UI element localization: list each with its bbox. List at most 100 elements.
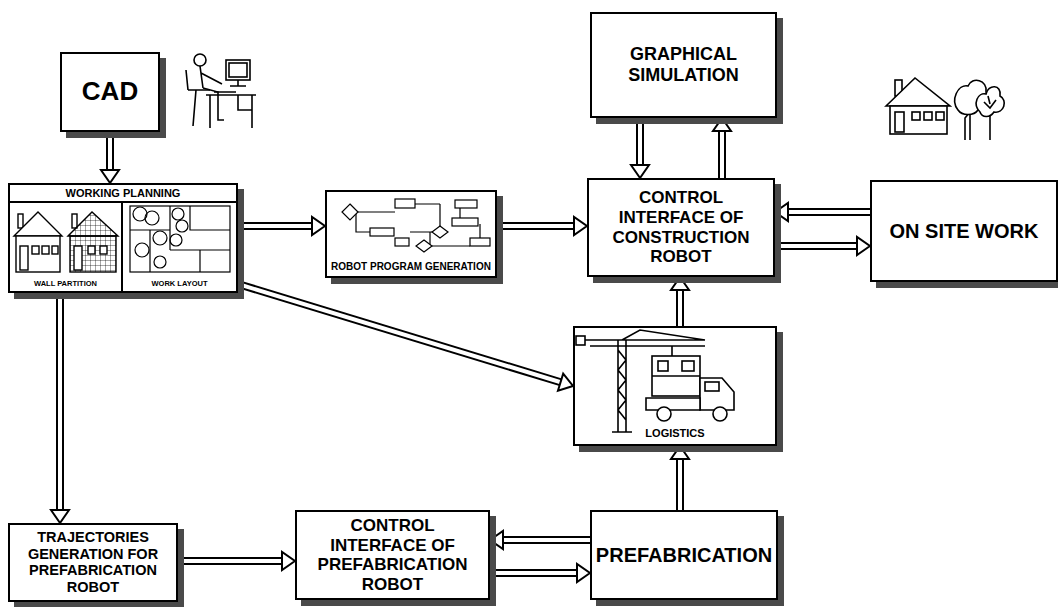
person-at-computer-part (226, 60, 250, 80)
arrow-outline (497, 222, 575, 230)
arrow-inner (238, 224, 313, 228)
arrow-inner (238, 284, 562, 383)
arrow-inner (502, 538, 590, 542)
arrow-inner (58, 293, 62, 511)
arrow-head (51, 510, 69, 523)
node-label: CONTROL INTERFACE OF CONSTRUCTION ROBOT (593, 188, 769, 266)
work-layout-plan-part (130, 206, 230, 272)
wall-partition-houses-part (88, 246, 95, 254)
process-box: CONTROL INTERFACE OF PREFABRICATION ROBO… (295, 510, 490, 600)
planning-panel: WALL PARTITION (10, 201, 123, 291)
flowchart-illustration-part (416, 240, 432, 252)
process-box: GRAPHICAL SIMULATION (590, 12, 777, 118)
work-layout-plan-part (130, 206, 230, 272)
crane-and-truck-part (585, 330, 705, 432)
node-label: PREFABRICATION (596, 544, 772, 567)
wall-partition-houses-part (14, 212, 62, 236)
person-at-computer-part (194, 54, 206, 66)
hollow-arrow (671, 446, 689, 510)
arrow-outline (238, 284, 562, 383)
flowchart-illustration-part (370, 228, 394, 236)
node-label: WORKING PLANNING (66, 187, 181, 200)
cad-box: CAD (60, 52, 160, 132)
flowchart-illustration-part (455, 200, 477, 208)
arrow-inner (678, 458, 682, 510)
hollow-arrow (490, 564, 590, 582)
arrow-head (671, 277, 689, 290)
crane-and-truck-part (713, 407, 727, 421)
house-and-trees-part (984, 96, 996, 108)
wall-partition-houses-part (74, 246, 82, 270)
arrow-inner (775, 244, 858, 248)
process-box: TRAJECTORIES GENERATION FOR PREFABRICATI… (8, 523, 178, 602)
node-label: LOGISTICS (645, 427, 704, 440)
hollow-arrow (101, 132, 119, 183)
arrow-head (282, 552, 295, 570)
crane-and-truck-part (646, 398, 700, 410)
house-and-trees-part (895, 112, 904, 132)
house-and-trees (886, 78, 1004, 140)
person-at-computer-part (200, 66, 224, 120)
node-label: CONTROL INTERFACE OF PREFABRICATION ROBO… (301, 516, 484, 594)
work-layout-plan-part (153, 231, 167, 245)
house-and-trees-part (976, 87, 1004, 117)
flowchart-illustration-part (452, 218, 478, 226)
node-label: ON SITE WORK (890, 220, 1039, 243)
house-and-trees-part (912, 112, 920, 120)
process-box: PREFABRICATION (590, 510, 778, 600)
arrow-inner (178, 559, 283, 563)
work-layout-plan-part (170, 234, 182, 246)
wall-partition-houses-part (16, 236, 60, 272)
arrow-head (490, 531, 503, 549)
arrow-inner (490, 571, 578, 575)
crane-and-truck-part (657, 407, 671, 421)
flowchart-illustration-part (470, 238, 490, 246)
hollow-arrow (775, 203, 870, 221)
crane-and-truck-part (658, 361, 668, 371)
person-at-computer-part (229, 63, 247, 77)
crane-and-truck-part (682, 361, 694, 371)
wall-partition-houses-part (52, 246, 58, 254)
arrow-head (671, 446, 689, 459)
arrow-head (558, 374, 573, 391)
arrow-outline (718, 130, 726, 178)
arrow-inner (720, 130, 724, 178)
arrow-outline (787, 208, 870, 216)
hollow-arrow (671, 277, 689, 326)
arrow-head (101, 170, 119, 183)
node-label: TRAJECTORIES GENERATION FOR PREFABRICATI… (14, 529, 172, 596)
person-at-computer-part (214, 80, 246, 92)
wall-partition-houses-part (20, 246, 28, 270)
flowchart-illustration-part (395, 199, 415, 208)
flowchart-illustration-part (395, 238, 409, 246)
arrow-inner (638, 118, 642, 166)
person-at-computer-part (186, 70, 210, 126)
arrow-outline (775, 242, 858, 250)
wall-partition-houses-part (42, 246, 49, 254)
arrow-inner (497, 224, 575, 228)
node-label: GRAPHICAL SIMULATION (596, 44, 771, 85)
work-layout-plan-part (145, 211, 159, 225)
arrow-outline (106, 132, 114, 171)
crane-and-truck-part (652, 356, 700, 396)
hollow-arrow (238, 217, 325, 235)
wall-partition-houses-part (18, 214, 23, 228)
crane-and-truck-part (576, 336, 585, 345)
flowchart-illustration-part (432, 226, 448, 238)
arrow-head (857, 237, 870, 255)
hollow-arrow (490, 531, 590, 549)
arrow-head (631, 165, 649, 178)
arrow-head (312, 217, 325, 235)
arrow-outline (490, 569, 578, 577)
process-box: LOGISTICS (573, 326, 777, 446)
work-layout-plan-part (135, 243, 149, 257)
arrow-outline (56, 293, 64, 511)
hollow-arrow (497, 217, 587, 235)
process-box: ON SITE WORK (870, 180, 1058, 282)
arrow-outline (636, 118, 644, 166)
work-layout-plan-part (176, 220, 188, 232)
crane-and-truck-part (705, 382, 719, 391)
arrow-outline (676, 289, 684, 326)
arrow-head (577, 564, 590, 582)
